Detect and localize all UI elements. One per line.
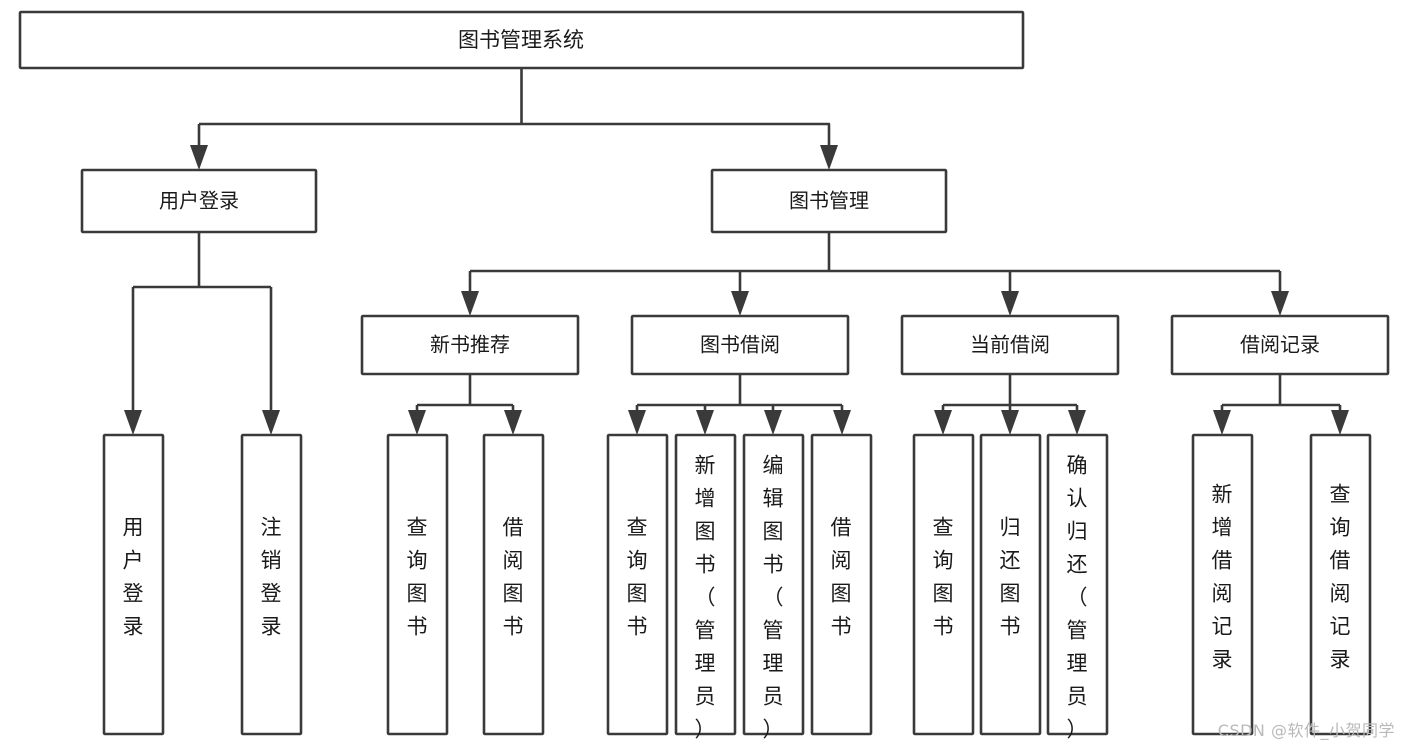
- node-book-borrow[interactable]: 图书借阅: [630, 314, 850, 376]
- arrow-user-login-to-leaf2: [262, 410, 280, 435]
- leaf-query-book-3-box[interactable]: [912, 433, 975, 736]
- leaf-confirm-return[interactable]: 确认归还（管理员）: [1046, 433, 1109, 741]
- node-current-borrow-label: 当前借阅: [970, 333, 1050, 357]
- leaf-borrow-book-1-label: 借阅图书: [503, 516, 524, 639]
- leaf-return-book-label: 归还图书: [1000, 516, 1021, 639]
- csdn-watermark: CSDN @软件_小贺同学: [1217, 721, 1395, 740]
- node-root[interactable]: 图书管理系统: [18, 10, 1025, 70]
- node-borrow-record-box[interactable]: [1170, 314, 1390, 376]
- node-new-book-recommend-box[interactable]: [360, 314, 580, 376]
- node-current-borrow[interactable]: 当前借阅: [900, 314, 1120, 376]
- node-user-login-box[interactable]: [80, 168, 318, 234]
- node-user-login-label: 用户登录: [159, 189, 239, 213]
- leaf-logout-login-box[interactable]: [240, 433, 303, 736]
- leaf-borrow-book-2-label: 借阅图书: [831, 516, 852, 639]
- node-user-login[interactable]: 用户登录: [80, 168, 318, 234]
- arrow-root-to-user-login: [190, 145, 208, 170]
- arrow-cb-to-leaf2: [1001, 410, 1019, 435]
- leaf-user-login-label: 用户登录: [123, 516, 144, 639]
- leaf-query-record[interactable]: 查询借阅记录: [1309, 433, 1372, 736]
- leaf-query-book-3-label: 查询图书: [933, 516, 954, 639]
- leaf-confirm-return-label: 确认归还（管理员）: [1067, 453, 1088, 741]
- leaf-query-record-box[interactable]: [1309, 433, 1372, 736]
- leaf-return-book[interactable]: 归还图书: [979, 433, 1042, 736]
- leaf-add-record-label: 新增借阅记录: [1212, 483, 1233, 672]
- leaf-borrow-book-1[interactable]: 借阅图书: [482, 433, 545, 736]
- arrow-br-to-leaf1: [1213, 410, 1231, 435]
- leaf-query-book-1[interactable]: 查询图书: [386, 433, 449, 736]
- leaf-edit-book-box[interactable]: [742, 433, 805, 736]
- arrow-bb-to-leaf2: [696, 410, 714, 435]
- node-new-book-recommend-label: 新书推荐: [430, 333, 510, 357]
- leaf-user-login[interactable]: 用户登录: [102, 433, 165, 736]
- node-borrow-record-label: 借阅记录: [1240, 333, 1320, 357]
- arrow-bb-to-leaf4: [833, 410, 851, 435]
- leaf-query-book-3[interactable]: 查询图书: [912, 433, 975, 736]
- node-current-borrow-box[interactable]: [900, 314, 1120, 376]
- arrow-br-to-leaf2: [1331, 410, 1349, 435]
- node-borrow-record[interactable]: 借阅记录: [1170, 314, 1390, 376]
- arrow-bm-to-borrow-record: [1271, 291, 1289, 316]
- leaf-add-book-label: 新增图书（管理员）: [695, 453, 716, 741]
- leaf-user-login-box[interactable]: [102, 433, 165, 736]
- node-new-book-recommend[interactable]: 新书推荐: [360, 314, 580, 376]
- leaf-add-book[interactable]: 新增图书（管理员）: [674, 433, 737, 741]
- arrow-root-to-book-management: [820, 145, 838, 170]
- leaf-edit-book[interactable]: 编辑图书（管理员）: [742, 433, 805, 741]
- arrow-new-book-to-leaf2: [504, 410, 522, 435]
- arrow-bb-to-leaf3: [764, 410, 782, 435]
- node-book-management-box[interactable]: [710, 168, 948, 234]
- leaf-add-record-box[interactable]: [1191, 433, 1254, 736]
- leaf-query-book-2-box[interactable]: [606, 433, 669, 736]
- arrow-user-login-to-leaf1: [124, 410, 142, 435]
- leaf-logout-login[interactable]: 注销登录: [240, 433, 303, 736]
- leaf-query-book-2-label: 查询图书: [627, 516, 648, 639]
- node-book-management[interactable]: 图书管理: [710, 168, 948, 234]
- leaf-add-book-box[interactable]: [674, 433, 737, 736]
- leaf-query-book-2[interactable]: 查询图书: [606, 433, 669, 736]
- leaf-borrow-book-2-box[interactable]: [810, 433, 873, 736]
- leaf-add-record[interactable]: 新增借阅记录: [1191, 433, 1254, 736]
- leaf-edit-book-label: 编辑图书（管理员）: [763, 453, 784, 741]
- node-book-management-label: 图书管理: [789, 189, 869, 213]
- arrow-cb-to-leaf3: [1068, 410, 1086, 435]
- arrow-bm-to-current-borrow: [1001, 291, 1019, 316]
- connector-layer: [124, 68, 1349, 435]
- leaf-borrow-book-1-box[interactable]: [482, 433, 545, 736]
- leaf-logout-login-label: 注销登录: [261, 516, 282, 639]
- leaf-query-book-1-label: 查询图书: [407, 516, 428, 639]
- leaf-return-book-box[interactable]: [979, 433, 1042, 736]
- leaf-borrow-book-2[interactable]: 借阅图书: [810, 433, 873, 736]
- arrow-cb-to-leaf1: [934, 410, 952, 435]
- node-book-borrow-box[interactable]: [630, 314, 850, 376]
- leaf-query-book-1-box[interactable]: [386, 433, 449, 736]
- node-book-borrow-label: 图书借阅: [700, 333, 780, 357]
- node-root-box[interactable]: [18, 10, 1025, 70]
- leaf-confirm-return-box[interactable]: [1046, 433, 1109, 736]
- arrow-bm-to-book-borrow: [731, 291, 749, 316]
- arrow-new-book-to-leaf1: [408, 410, 426, 435]
- arrow-bb-to-leaf1: [628, 410, 646, 435]
- leaf-query-record-label: 查询借阅记录: [1330, 483, 1351, 672]
- arrow-bm-to-new-book: [461, 291, 479, 316]
- node-root-label: 图书管理系统: [458, 28, 584, 52]
